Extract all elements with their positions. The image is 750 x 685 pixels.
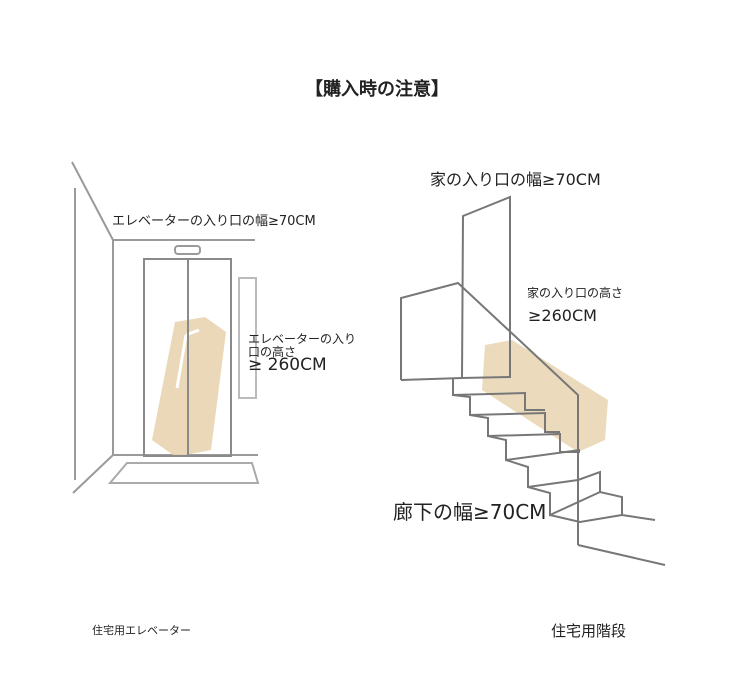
door-height-value: ≥260CM [528,306,597,325]
corridor-width-label: 廊下の幅≥70CM [393,500,547,524]
stairs-illustration [400,195,666,566]
door-width-label: 家の入り口の幅≥70CM [430,170,601,189]
elevator-height-value: ≥ 260CM [248,355,327,375]
elevator-height-label-1: エレベーターの入り [248,332,357,346]
elevator-caption: 住宅用エレベーター [92,624,191,637]
elevator-illustration [71,161,260,494]
stairs-caption: 住宅用階段 [551,622,627,640]
stairs-box [482,340,608,452]
elevator-width-label: エレベーターの入り口の幅≥70CM [112,214,316,229]
door-height-label: 家の入り口の高さ [527,286,624,300]
page-title: 【購入時の注意】 [305,79,449,100]
elevator-height-label-2: 口の高さ [248,345,297,359]
